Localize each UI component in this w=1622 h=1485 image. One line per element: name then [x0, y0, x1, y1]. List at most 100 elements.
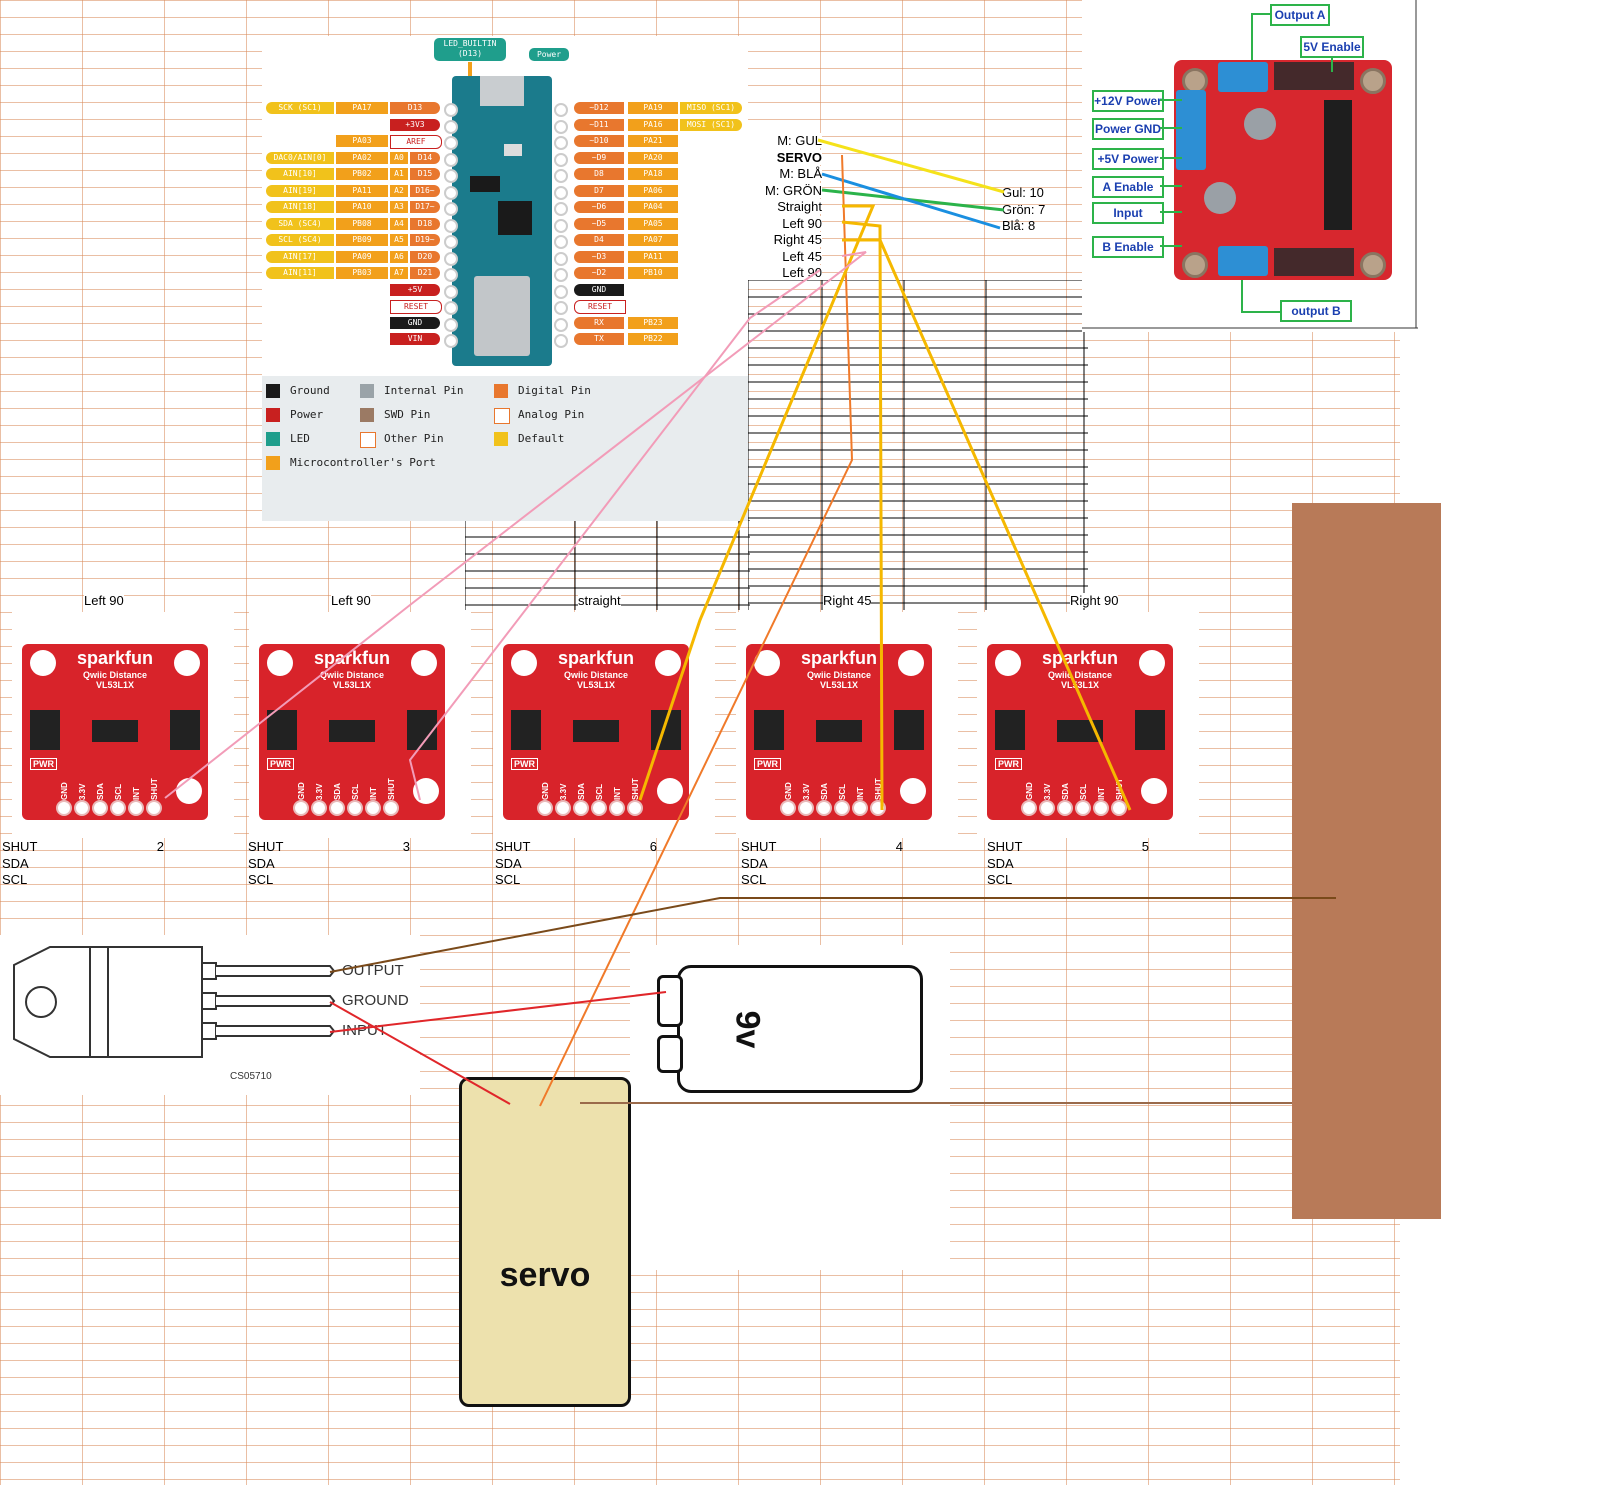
pin-hole: [554, 202, 568, 216]
pin-label-right: ~D6: [574, 201, 624, 213]
sensor-header: Left 90: [331, 593, 371, 608]
capacitor-2: [1204, 182, 1236, 214]
pin-alt-left: A0: [390, 151, 408, 164]
sensor-brand: sparkfun: [1041, 648, 1119, 668]
sensor-pad: [573, 800, 589, 816]
sda-label: SDA: [741, 856, 768, 871]
sensor-pin-label: 3.3V: [1043, 783, 1052, 800]
wire-label: M: GRÖN: [742, 182, 822, 198]
pin-port-right: PA07: [628, 234, 678, 246]
legend-label: Microcontroller's Port: [290, 456, 436, 469]
pin-hole: [444, 268, 458, 282]
capacitor-1: [1244, 108, 1276, 140]
sensor-pin-label: 3.3V: [802, 783, 811, 800]
sensor-brand: sparkfun: [313, 648, 391, 668]
shut-label: SHUT: [248, 839, 284, 854]
pin-label-right: ~D2: [574, 267, 624, 279]
sensor-pin-label: SDA: [333, 783, 342, 800]
shut-pin-number: 4: [895, 839, 903, 854]
pin-hole: [444, 334, 458, 348]
voltage-regulator: [13, 946, 336, 1058]
pin-hole: [554, 334, 568, 348]
pin-port-left: PA10: [336, 201, 388, 213]
pin-alt-left: A6: [390, 250, 408, 263]
wire-label: M: GUL: [742, 133, 822, 148]
sensor-pin-label: GND: [541, 782, 550, 800]
pin-port-right: PB10: [628, 267, 678, 279]
connector-right: [651, 710, 681, 750]
sensor-pad: [365, 800, 381, 816]
pin-hole: [444, 169, 458, 183]
pin-port-right: PA18: [628, 168, 678, 180]
servo-label: servo: [499, 1256, 591, 1294]
shut-label: SHUT: [741, 839, 777, 854]
motor-pin-label: Grön: 7: [1002, 201, 1046, 217]
pin-port-right: PB23: [628, 316, 678, 329]
qwiic-logo: [657, 778, 683, 804]
sensor-pin-label: SCL: [114, 784, 123, 800]
regulator-pin-ground: GROUND: [342, 992, 409, 1009]
terminal-output-a: [1218, 62, 1268, 92]
terminal-power: [1176, 90, 1206, 170]
legend-label: LED: [290, 432, 310, 445]
pin-func-left: SCK (SC1): [266, 102, 334, 114]
sensor-brand: sparkfun: [76, 648, 154, 668]
legend-swatch: [266, 384, 280, 398]
connector-right: [170, 710, 200, 750]
pin-label-left: D18: [410, 217, 440, 230]
power-tag: Power: [529, 48, 569, 61]
driver-label: output B: [1280, 300, 1352, 322]
pin-port-left: PA11: [336, 184, 388, 197]
sensor-chip: [329, 720, 375, 742]
battery-label: 9v: [728, 1010, 767, 1049]
pin-hole: [444, 202, 458, 216]
sensor-pad: [798, 800, 814, 816]
legend-swatch: [494, 384, 508, 398]
pwr-label: PWR: [995, 758, 1022, 770]
pin-func-right: MISO (SC1): [680, 102, 742, 114]
pin-hole: [444, 235, 458, 249]
pin-port-right: PB22: [628, 333, 678, 345]
pin-func-left: SDA (SC4): [266, 217, 334, 230]
sensor-pad: [146, 800, 162, 816]
qwiic-logo: [900, 778, 926, 804]
sensor-pin-label: SHUT: [150, 778, 159, 800]
legend-swatch: [266, 408, 280, 422]
driver-label: +12V Power: [1092, 90, 1164, 112]
qwiic-logo: [413, 778, 439, 804]
pin-hole: [554, 169, 568, 183]
pin-hole: [554, 136, 568, 150]
sensor-header: straight: [578, 593, 621, 608]
legend-swatch: [360, 384, 374, 398]
pin-port-right: PA16: [628, 118, 678, 131]
pin-alt-left: A3: [390, 201, 408, 213]
pin-alt-left: A7: [390, 267, 408, 279]
pwr-label: PWR: [267, 758, 294, 770]
sensor-pin-label: SCL: [838, 784, 847, 800]
regulator-pin-output: OUTPUT: [342, 962, 404, 979]
pin-hole: [554, 301, 568, 315]
sensor-pin-label: SDA: [820, 783, 829, 800]
pin-port-left: PB09: [336, 234, 388, 246]
legend-swatch: [266, 456, 280, 470]
pin-hole: [444, 317, 458, 332]
legend-label: Power: [290, 408, 324, 421]
sensor-brand: sparkfun: [800, 648, 878, 668]
motor-pin-label: Blå: 8: [1002, 218, 1036, 233]
sensor-pin-label: SDA: [96, 783, 105, 800]
sensor-pin-label: SDA: [1061, 783, 1070, 800]
sensor-pad: [293, 800, 309, 816]
battery-terminal-2: [657, 1035, 683, 1073]
wifi-module: [474, 276, 530, 356]
sensor-pad: [537, 800, 553, 816]
connector-right: [1135, 710, 1165, 750]
pin-label-left: RESET: [390, 300, 442, 314]
sensor-pad: [92, 800, 108, 816]
pwr-label: PWR: [754, 758, 781, 770]
driver-label: A Enable: [1092, 176, 1164, 198]
